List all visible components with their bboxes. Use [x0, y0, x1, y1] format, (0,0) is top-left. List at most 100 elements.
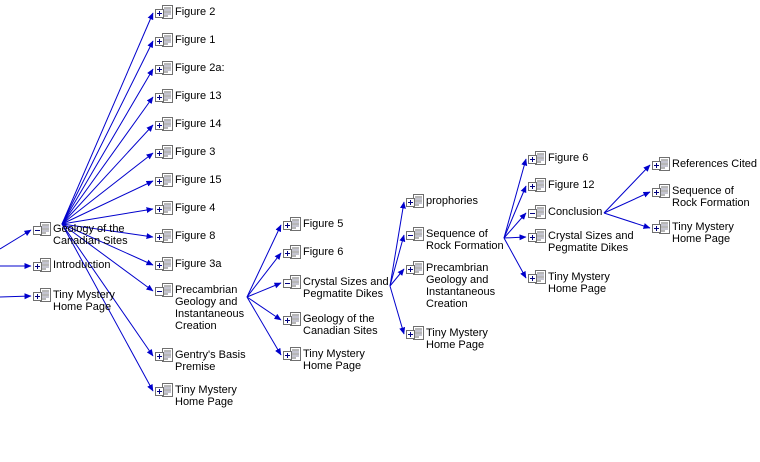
hyperlink-arrow — [246, 252, 282, 298]
page-node-label: Figure 6 — [303, 246, 344, 258]
expand-page-icon[interactable] — [406, 261, 424, 277]
page-node-label: prophories — [426, 195, 478, 207]
expand-page-icon[interactable] — [652, 157, 670, 173]
expand-page-icon[interactable] — [283, 217, 301, 233]
page-node-label: Tiny Mystery Home Page — [548, 271, 610, 295]
collapse-page-icon[interactable] — [155, 283, 173, 299]
hyperlink-arrow — [61, 223, 154, 392]
hyperlink-arrow — [61, 207, 154, 225]
page-node-label: Tiny Mystery Home Page — [175, 384, 237, 408]
collapse-page-icon[interactable] — [528, 205, 546, 221]
expand-page-icon[interactable] — [155, 5, 173, 21]
collapse-page-icon[interactable] — [33, 222, 51, 238]
page-node-label: Sequence of Rock Formation — [426, 228, 504, 252]
expand-page-icon[interactable] — [528, 229, 546, 245]
hyperlink-arrow — [389, 268, 405, 287]
expand-page-icon[interactable] — [155, 61, 173, 77]
expand-page-icon[interactable] — [406, 194, 424, 210]
page-node-label: Figure 6 — [548, 152, 589, 164]
page-node-label: Crystal Sizes and Pegmatite Dikes — [303, 276, 389, 300]
hyperlink-arrow — [503, 234, 527, 241]
page-node-label: Introduction — [53, 259, 111, 271]
page-node-label: Figure 12 — [548, 179, 595, 191]
hyperlink-arrow — [603, 212, 651, 229]
page-node-label: Gentry's Basis Premise — [175, 349, 246, 373]
hyperlink-arrow — [503, 212, 527, 239]
page-node-label: Figure 2 — [175, 6, 216, 18]
page-node-label: Crystal Sizes and Pegmatite Dikes — [548, 230, 634, 254]
page-node-label: Figure 14 — [175, 118, 222, 130]
hyperlink-arrow — [503, 237, 527, 279]
expand-page-icon[interactable] — [283, 347, 301, 363]
hyperlink-arrow — [389, 234, 406, 287]
hyperlink-arrow — [389, 201, 406, 287]
hyperlink-arrow — [0, 229, 32, 250]
hyperlink-arrow — [61, 124, 154, 225]
expand-page-icon[interactable] — [652, 184, 670, 200]
page-node-label: Sequence of Rock Formation — [672, 185, 750, 209]
page-node-label: Geology of the Canadian Sites — [53, 223, 128, 247]
page-node-label: Figure 5 — [303, 218, 344, 230]
expand-page-icon[interactable] — [528, 270, 546, 286]
hyperlink-arrow — [61, 40, 154, 225]
page-node-label: Figure 3a — [175, 258, 222, 270]
expand-page-icon[interactable] — [155, 89, 173, 105]
collapse-page-icon[interactable] — [406, 227, 424, 243]
expand-page-icon[interactable] — [155, 201, 173, 217]
hyperlink-arrow — [246, 296, 282, 356]
collapse-page-icon[interactable] — [283, 275, 301, 291]
hyperlink-arrow — [61, 223, 154, 266]
expand-page-icon[interactable] — [155, 229, 173, 245]
expand-page-icon[interactable] — [652, 220, 670, 236]
hyperlink-arrow — [61, 223, 154, 357]
page-node-label: Precambrian Geology and Instantaneous Cr… — [426, 262, 496, 310]
page-node-label: Tiny Mystery Home Page — [426, 327, 488, 351]
expand-page-icon[interactable] — [155, 257, 173, 273]
hyperlink-arrow — [61, 12, 154, 225]
expand-page-icon[interactable] — [283, 312, 301, 328]
page-node-label: Geology of the Canadian Sites — [303, 313, 378, 337]
expand-page-icon[interactable] — [155, 145, 173, 161]
expand-page-icon[interactable] — [155, 33, 173, 49]
page-node-label: Figure 15 — [175, 174, 222, 186]
hyperlink-arrow — [603, 164, 651, 214]
expand-page-icon[interactable] — [155, 117, 173, 133]
expand-page-icon[interactable] — [33, 288, 51, 304]
page-node-label: Tiny Mystery Home Page — [672, 221, 734, 245]
hyperlink-arrow — [389, 285, 406, 335]
expand-page-icon[interactable] — [528, 178, 546, 194]
hyperlink-arrow — [246, 296, 282, 321]
page-node-label: Figure 1 — [175, 34, 216, 46]
hyperlink-arrow — [61, 223, 154, 292]
page-node-label: Figure 3 — [175, 146, 216, 158]
page-node-label: Tiny Mystery Home Page — [303, 348, 365, 372]
expand-page-icon[interactable] — [155, 383, 173, 399]
hyperlink-arrow — [246, 224, 282, 298]
expand-page-icon[interactable] — [33, 258, 51, 274]
hyperlink-arrow — [61, 152, 154, 225]
page-node-label: Conclusion — [548, 206, 603, 218]
expand-page-icon[interactable] — [528, 151, 546, 167]
expand-page-icon[interactable] — [155, 173, 173, 189]
page-node-label: References Cited — [672, 158, 757, 170]
hyperlink-arrow — [246, 282, 282, 298]
page-node-label: Figure 8 — [175, 230, 216, 242]
page-node-label: Figure 4 — [175, 202, 216, 214]
page-node-label: Figure 13 — [175, 90, 222, 102]
hyperlink-arrow — [503, 185, 527, 239]
hyperlink-arrow — [603, 191, 651, 214]
hyperlink-arrow — [61, 68, 154, 225]
expand-page-icon[interactable] — [283, 245, 301, 261]
page-node-label: Tiny Mystery Home Page — [53, 289, 115, 313]
hyperlink-arrow — [61, 223, 154, 240]
hyperlink-arrow — [0, 293, 32, 300]
expand-page-icon[interactable] — [155, 348, 173, 364]
expand-page-icon[interactable] — [406, 326, 424, 342]
hyperlink-arrow — [61, 180, 154, 225]
page-node-label: Precambrian Geology and Instantaneous Cr… — [175, 284, 245, 332]
hyperlink-arrow — [61, 96, 154, 225]
hyperlink-arrow — [503, 158, 528, 239]
